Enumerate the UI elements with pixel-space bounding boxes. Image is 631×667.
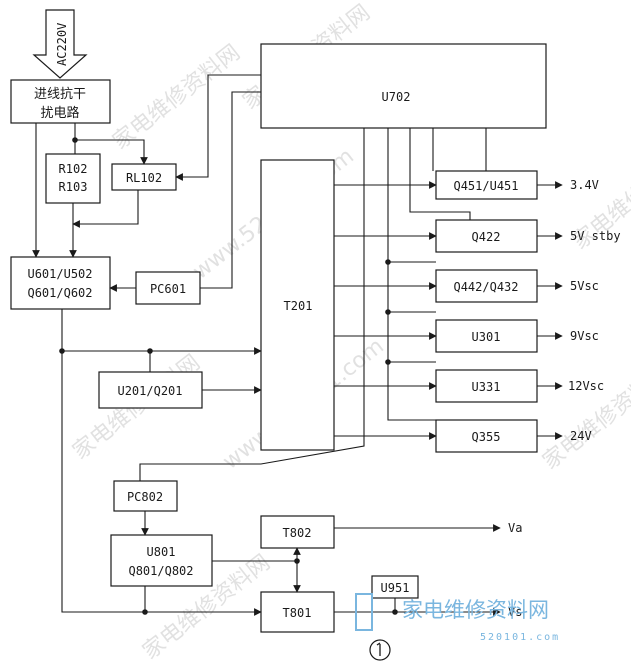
brand-cn-text: 家电维修资料网	[402, 598, 549, 622]
watermark-text: 家电维修资料网	[108, 40, 245, 155]
u331-label: U331	[472, 380, 501, 394]
q422-block: Q422	[435, 219, 538, 253]
u801-block: U801 Q801/Q802	[110, 534, 213, 587]
u801-label-line2: Q801/Q802	[128, 564, 193, 578]
t201-label: T201	[284, 299, 313, 313]
r102-label-line2: R103	[59, 180, 88, 194]
u201-label: U201/Q201	[117, 384, 182, 398]
output-3v4: 3.4V	[570, 178, 599, 192]
ac-input-arrow: AC220V	[32, 9, 88, 79]
u702-block: U702	[260, 43, 547, 129]
u801-label-line1: U801	[147, 545, 176, 559]
q451-label: Q451/U451	[453, 179, 518, 193]
rl102-label: RL102	[126, 171, 162, 185]
t802-label: T802	[283, 526, 312, 540]
q422-label: Q422	[472, 230, 501, 244]
output-24v: 24V	[570, 429, 592, 443]
rl102-block: RL102	[111, 163, 177, 191]
filter-label-line2: 扰电路	[40, 105, 79, 121]
pc802-block: PC802	[113, 480, 178, 512]
r102-block: R102 R103	[45, 153, 101, 204]
q355-label: Q355	[472, 430, 501, 444]
q442-label: Q442/Q432	[453, 280, 518, 294]
q442-block: Q442/Q432	[435, 269, 538, 303]
junction-dots	[59, 137, 398, 615]
u601-block: U601/U502 Q601/Q602	[10, 256, 111, 310]
output-5vsc: 5Vsc	[570, 279, 599, 293]
pc601-label: PC601	[150, 282, 186, 296]
u702-label: U702	[382, 90, 411, 104]
pc601-block: PC601	[135, 271, 201, 305]
output-va: Va	[508, 521, 522, 535]
t802-block: T802	[260, 515, 335, 549]
output-12vsc: 12Vsc	[568, 379, 604, 393]
q451-block: Q451/U451	[435, 170, 538, 200]
u301-label: U301	[472, 330, 501, 344]
q355-block: Q355	[435, 419, 538, 453]
u201-block: U201/Q201	[98, 371, 203, 409]
brand-url-text: 520101.com	[480, 632, 560, 643]
filter-block: 进线抗干 扰电路	[10, 79, 111, 124]
r102-label-line1: R102	[59, 162, 88, 176]
brand-logo: 家电维修资料网 520101.com	[355, 593, 560, 661]
t801-block: T801	[260, 591, 335, 633]
u951-label: U951	[381, 581, 410, 595]
filter-label-line1: 进线抗干	[34, 87, 86, 102]
u601-label-line1: U601/U502	[27, 267, 92, 281]
u601-label-line2: Q601/Q602	[27, 286, 92, 300]
watermark-text: 家电维修资料网	[538, 360, 631, 475]
pc802-label: PC802	[127, 490, 163, 504]
output-5v-stby: 5V stby	[570, 229, 621, 243]
output-9vsc: 9Vsc	[570, 329, 599, 343]
wires	[32, 74, 563, 616]
u951-block: U951	[371, 575, 419, 599]
t201-block: T201	[260, 159, 335, 451]
u331-block: U331	[435, 369, 538, 403]
t801-label: T801	[283, 606, 312, 620]
u301-block: U301	[435, 319, 538, 353]
output-vs: Vs	[508, 605, 522, 619]
ac220v-label: AC220V	[55, 23, 69, 66]
output-labels: 3.4V 5V stby 5Vsc 9Vsc 12Vsc 24V Va Vs	[508, 178, 621, 619]
